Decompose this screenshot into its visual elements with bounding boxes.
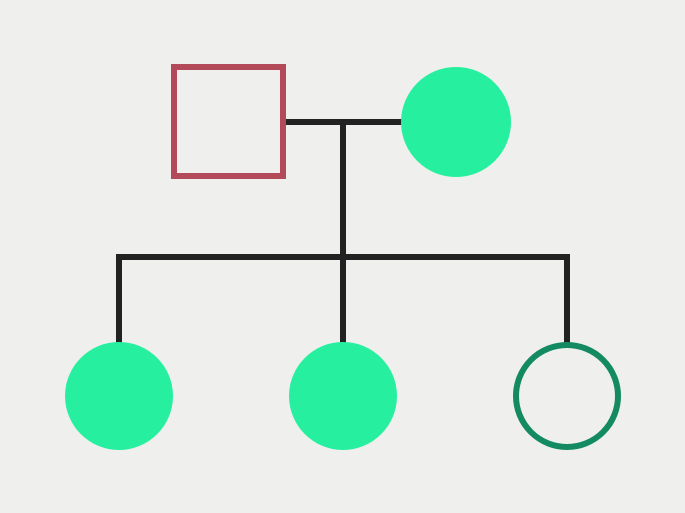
- child-3-circle-unaffected: [513, 342, 621, 450]
- mother-circle-affected: [401, 67, 511, 177]
- father-square: [171, 64, 286, 179]
- child-1-circle-affected: [65, 342, 173, 450]
- child-2-circle-affected: [289, 342, 397, 450]
